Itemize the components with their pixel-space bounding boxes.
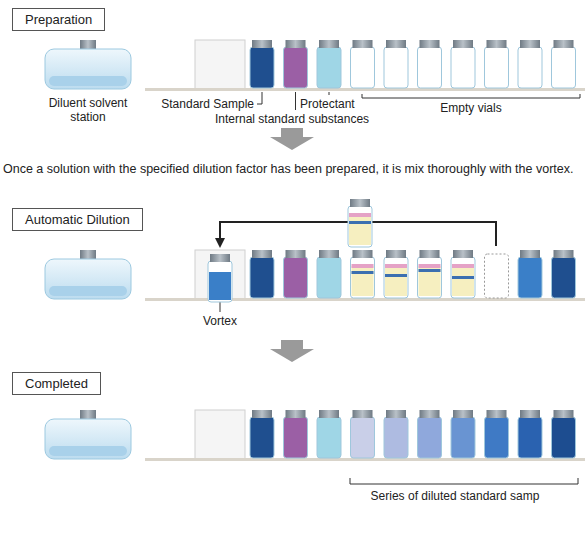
stage-label-box: Completed [12, 372, 101, 395]
vial [451, 410, 475, 458]
vial [552, 40, 576, 88]
vial [518, 40, 542, 88]
stage-label: Automatic Dilution [25, 211, 130, 228]
stage-label: Preparation [25, 11, 92, 28]
vortex-mixer [195, 250, 245, 300]
vial [384, 40, 408, 88]
part-label: Vortex [190, 314, 250, 328]
vial [518, 250, 542, 298]
vial [451, 250, 475, 298]
vial [552, 410, 576, 458]
vial [284, 410, 308, 458]
vial [317, 250, 341, 298]
vial [418, 250, 442, 298]
group-label: Series of diluted standard samp [330, 489, 580, 503]
diluent-station [45, 250, 131, 299]
group-label: Empty vials [421, 101, 521, 115]
vial [418, 410, 442, 458]
part-label: Internal standard substances [215, 112, 395, 126]
vial [485, 254, 509, 298]
diluent-station [45, 410, 131, 459]
vial [250, 250, 274, 298]
vial [552, 250, 576, 298]
vial [451, 40, 475, 88]
vial [384, 410, 408, 458]
vial [284, 250, 308, 298]
vial [485, 40, 509, 88]
station-label: Diluent solvent station [38, 96, 138, 124]
part-label: Protectant [300, 97, 360, 111]
vial [518, 410, 542, 458]
vial [284, 40, 308, 88]
leader-line [220, 92, 580, 484]
vial [250, 410, 274, 458]
vial [384, 250, 408, 298]
vial [208, 254, 232, 302]
vortex-mixer [195, 410, 245, 460]
diluent-station [45, 40, 131, 89]
vial [418, 40, 442, 88]
stage-label-box: Preparation [12, 8, 105, 31]
vial [351, 410, 375, 458]
vial [250, 40, 274, 88]
description-text: Once a solution with the specified dilut… [3, 160, 583, 179]
vial [351, 250, 375, 298]
vortex-mixer [195, 40, 245, 90]
vial [351, 40, 375, 88]
vial [317, 410, 341, 458]
stage-label-box: Automatic Dilution [12, 208, 143, 231]
vial [317, 40, 341, 88]
vial [485, 410, 509, 458]
stage-label: Completed [25, 375, 88, 392]
part-label: Standard Sample [140, 97, 254, 111]
vial [348, 199, 372, 247]
